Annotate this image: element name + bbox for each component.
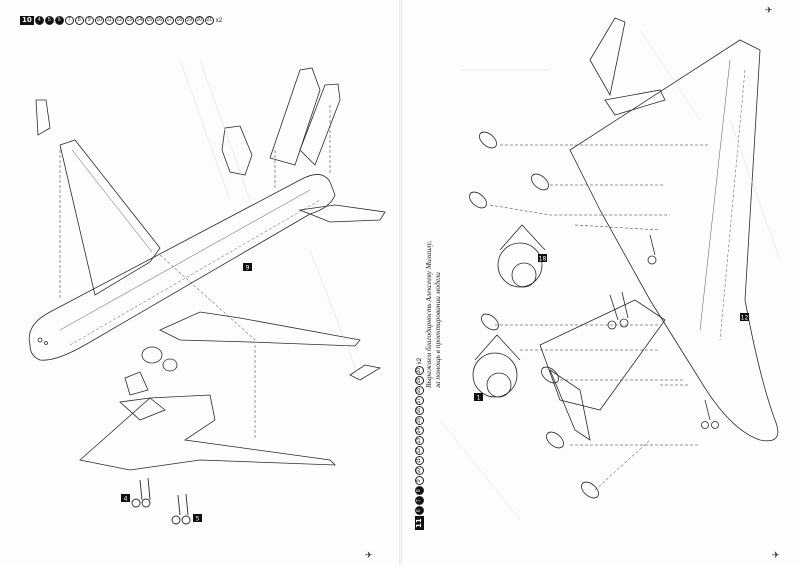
part-chip: 19 [184,16,194,25]
part-chip: 18 [174,16,184,25]
step-number: 11 [415,516,424,530]
part-chip: 12 [114,16,124,25]
part-chip: 18 [415,386,424,396]
part-chip: 10 [415,466,424,476]
note-line-1: Выражаем благодарность Алексееву Михаилу… [424,240,433,388]
part-chip: 15 [144,16,154,25]
engine-top [497,224,546,288]
part-chip: 21 [204,16,214,25]
brand-logo-icon: ✈ [365,550,373,560]
quantity-suffix: x2 [215,17,223,24]
part-chip: 20 [194,16,204,25]
engine-bottom [472,334,521,398]
part-chip: 16 [154,16,164,25]
page-divider [399,0,402,565]
right-step-header: 11 6 7 8 9 10 11 12 13 14 15 16 17 18 19… [415,358,424,530]
right-assembly-diagram: 18 1 12 [439,17,781,521]
lower-wing-outline [159,311,361,347]
gear-label-5: 5 [196,516,200,523]
part-chip: 6 [415,506,424,516]
step-number: 10 [20,16,34,25]
note-line-2: за помощь в проектировании модели [433,272,442,388]
part-chip: 12 [415,446,424,456]
sub-label: 9 [246,265,250,272]
part-chip: 7 [64,16,74,25]
left-wing-outline [59,139,161,296]
part-chip: 14 [415,426,424,436]
part-chip: 14 [134,16,144,25]
fuselage-outline [28,174,336,361]
part-chip: 7 [415,496,424,506]
part-chip: 11 [415,456,424,466]
acknowledgement-note: Выражаем благодарность Алексееву Михаилу… [424,208,444,388]
fuselage-outline [569,39,779,442]
part-chip: 8 [415,486,424,496]
part-chip: 15 [415,416,424,426]
fuselage-label: 12 [741,315,749,322]
part-chip: 11 [104,16,114,25]
part-chip: 8 [74,16,84,25]
part-chip: 19 [415,376,424,386]
wing-outline [539,299,666,411]
part-chip: 9 [84,16,94,25]
part-chip: 13 [124,16,134,25]
vertical-tail-outline [589,17,626,97]
left-step-header: 10 4 5 6 7 8 9 10 11 12 13 14 15 16 17 1… [20,16,222,25]
part-chip: 5 [44,16,54,25]
left-assembly-diagram: 9 4 5 [28,59,386,525]
part-chip: 17 [415,396,424,406]
quantity-suffix: x2 [416,357,423,365]
part-chip: 9 [415,476,424,486]
part-chip: 16 [415,406,424,416]
engine-label-1: 1 [477,395,481,402]
part-chip: 17 [164,16,174,25]
brand-logo-icon: ✈ [772,550,780,560]
part-chip: 10 [94,16,104,25]
engine-label-18: 18 [539,256,547,263]
brand-logo-icon: ✈ [765,5,773,15]
vertical-tail-outline [269,67,321,166]
part-chip: 6 [54,16,64,25]
landing-gear-group [131,477,191,525]
part-chip: 20 [415,366,424,376]
part-chip: 13 [415,436,424,446]
gear-label-4: 4 [124,496,128,503]
part-chip: 4 [34,16,44,25]
